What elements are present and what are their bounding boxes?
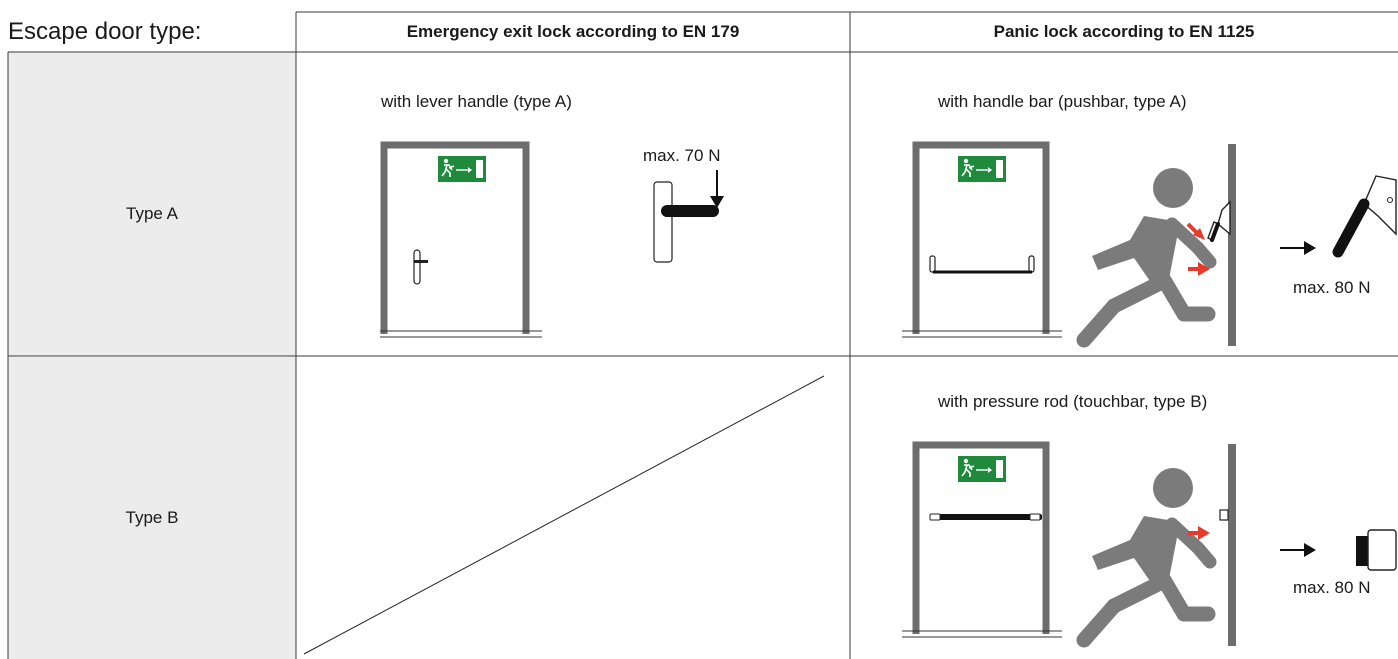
caption-pressure-rod: with pressure rod (touchbar, type B) [938, 392, 1208, 411]
push-right-arrow-icon [1280, 543, 1316, 557]
caption-handle-bar: with handle bar (pushbar, type A) [938, 92, 1187, 111]
exit-sign-icon [958, 156, 1006, 182]
exit-sign-icon [438, 156, 486, 182]
corner-label: Escape door type: [8, 18, 202, 45]
caption-lever-handle: with lever handle (type A) [381, 92, 572, 111]
person-pushing-touchbar [1076, 444, 1236, 648]
person-pushing-pushbar [1076, 144, 1236, 348]
touchbar-detail [1280, 529, 1397, 571]
door-touchbar-illustration [902, 441, 1062, 638]
column-header-en1125: Panic lock according to EN 1125 [993, 22, 1255, 41]
red-push-arrow-icon [1186, 222, 1210, 276]
not-applicable-diagonal [303, 375, 825, 655]
lever-handle-detail [653, 170, 724, 263]
pushbar-lever-small-icon [1207, 200, 1231, 241]
door-frame [912, 441, 1050, 634]
lever-bar [661, 205, 719, 217]
row-label-type-b: Type B [125, 508, 179, 527]
pushbar-detail [1280, 175, 1397, 258]
touchbar-icon [929, 513, 1042, 521]
door-edge [1228, 144, 1236, 346]
push-down-arrow-icon [710, 170, 724, 208]
door-frame [912, 141, 1050, 334]
running-figure-icon [1076, 168, 1217, 348]
force-label-touchbar: max. 80 N [1293, 578, 1371, 597]
force-label-lever: max. 70 N [643, 146, 721, 165]
running-figure-icon [1076, 468, 1217, 648]
row-header-cell-type-b [8, 357, 296, 659]
push-right-arrow-icon [1280, 241, 1316, 255]
red-push-arrow-icon [1188, 526, 1210, 540]
door-lever-illustration [380, 141, 542, 338]
exit-sign-icon [958, 456, 1006, 482]
column-header-en179: Emergency exit lock according to EN 179 [406, 22, 740, 41]
touchbar-end-small-icon [1219, 509, 1229, 521]
door-edge [1228, 444, 1236, 646]
touchbar-end-detail [1356, 536, 1368, 566]
force-label-pushbar: max. 80 N [1293, 278, 1371, 297]
door-pushbar-illustration [902, 141, 1062, 338]
row-label-type-a: Type A [126, 204, 178, 223]
pushbar-icon [929, 255, 1035, 274]
door-frame [380, 141, 530, 334]
row-header-cell-type-a [8, 52, 296, 356]
handle-escutcheon [653, 181, 673, 263]
lever-handle-icon [413, 249, 428, 285]
